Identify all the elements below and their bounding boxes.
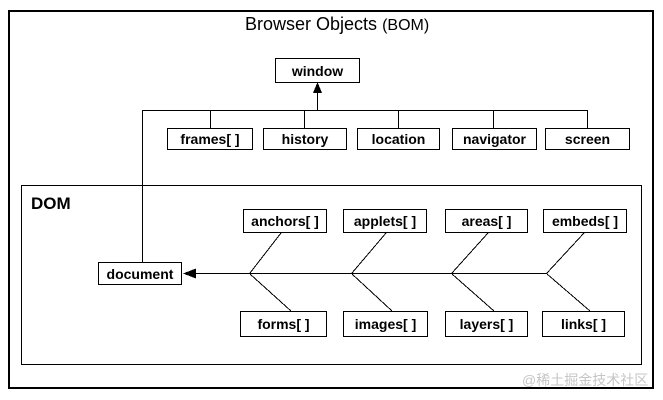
node-location: location bbox=[357, 128, 440, 150]
node-links: links[ ] bbox=[542, 311, 625, 337]
node-embeds: embeds[ ] bbox=[543, 209, 627, 233]
diagram-title-main: Browser Objects bbox=[245, 14, 378, 34]
node-screen: screen bbox=[545, 128, 630, 150]
diagonal-images bbox=[351, 273, 393, 312]
node-images: images[ ] bbox=[343, 311, 428, 337]
diagonal-anchors bbox=[249, 232, 282, 274]
watermark: @稀土掘金技术社区 bbox=[522, 372, 649, 388]
diagram-title: Browser Objects (BOM) bbox=[245, 14, 429, 35]
diagonal-links bbox=[546, 273, 591, 312]
document-arrowhead-icon bbox=[183, 268, 196, 279]
diagram-title-suffix: (BOM) bbox=[382, 17, 430, 34]
node-navigator: navigator bbox=[452, 128, 537, 150]
dom-label: DOM bbox=[31, 194, 71, 213]
node-document: document bbox=[98, 262, 182, 285]
diagonal-areas bbox=[451, 232, 489, 274]
node-forms: forms[ ] bbox=[240, 311, 327, 337]
node-history: history bbox=[263, 128, 347, 150]
diagram-outer-border bbox=[8, 10, 654, 389]
node-areas: areas[ ] bbox=[445, 209, 528, 233]
node-layers: layers[ ] bbox=[445, 311, 528, 337]
node-window: window bbox=[275, 58, 360, 83]
diagonal-embeds bbox=[546, 232, 585, 274]
node-frames: frames[ ] bbox=[167, 128, 253, 150]
dom-container-box: DOM bbox=[21, 185, 642, 365]
node-applets: applets[ ] bbox=[343, 209, 427, 233]
diagonal-layers bbox=[451, 273, 495, 312]
window-arrowhead-icon bbox=[313, 82, 322, 93]
diagonal-applets bbox=[351, 232, 387, 274]
node-anchors: anchors[ ] bbox=[243, 209, 327, 233]
diagonal-forms bbox=[249, 273, 292, 312]
